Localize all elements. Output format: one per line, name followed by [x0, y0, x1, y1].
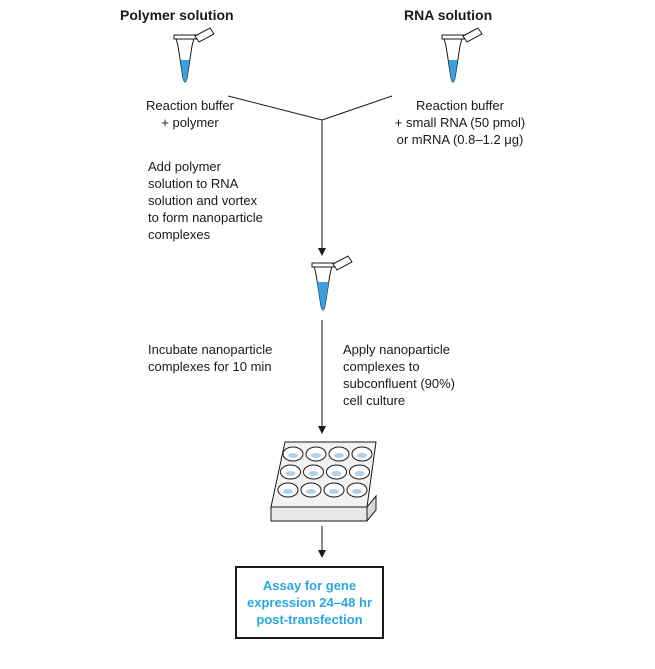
well-culture — [334, 453, 344, 458]
rna-line-2: + small RNA (50 pmol) — [394, 115, 526, 130]
apply-line-1: Apply nanoparticle — [343, 342, 450, 357]
rna-tube-icon — [441, 27, 483, 83]
incubate-step-text: Incubate nanoparticle complexes for 10 m… — [148, 341, 272, 375]
polymer-tube-icon — [173, 27, 215, 83]
well-culture — [329, 489, 339, 494]
well-culture — [331, 471, 342, 476]
polymer-description: Reaction buffer + polymer — [120, 97, 260, 131]
polymer-line-2: + polymer — [161, 115, 219, 130]
well-culture — [285, 471, 296, 476]
well-culture — [352, 489, 362, 494]
incubate-line-2: complexes for 10 min — [148, 359, 272, 374]
mix-line-5: complexes — [148, 227, 211, 242]
well-culture — [283, 489, 293, 494]
mix-line-4: to form nanoparticle — [148, 210, 263, 225]
assay-line-2: expression 24–48 hr — [246, 595, 373, 610]
mix-step-text: Add polymer solution to RNA solution and… — [148, 158, 263, 243]
apply-line-3: subconfluent (90%) — [343, 376, 456, 391]
rna-solution-title: RNA solution — [404, 7, 493, 23]
well-culture — [288, 453, 298, 458]
apply-line-2: complexes to — [343, 359, 420, 374]
well-culture — [357, 453, 367, 458]
apply-line-4: cell culture — [343, 393, 406, 408]
incubate-line-1: Incubate nanoparticle — [148, 342, 273, 357]
merge-line-left — [227, 95, 323, 121]
well-culture — [311, 453, 321, 458]
well-culture — [306, 489, 316, 494]
mix-line-2: solution to RNA — [148, 176, 239, 191]
polymer-solution-title: Polymer solution — [120, 7, 234, 23]
mixed-tube-icon — [311, 255, 353, 311]
well-plate-icon — [270, 441, 377, 522]
apply-step-text: Apply nanoparticle complexes to subconfl… — [343, 341, 455, 409]
well-culture — [354, 471, 365, 476]
mix-line-1: Add polymer — [148, 159, 221, 174]
polymer-line-1: Reaction buffer — [146, 98, 234, 113]
assay-box: Assay for gene expression 24–48 hr post-… — [235, 566, 384, 639]
rna-line-3: or mRNA (0.8–1.2 μg) — [396, 132, 524, 147]
assay-line-1: Assay for gene — [262, 578, 357, 593]
rna-description: Reaction buffer + small RNA (50 pmol) or… — [372, 97, 548, 148]
rna-line-1: Reaction buffer — [416, 98, 504, 113]
mix-line-3: solution and vortex — [148, 193, 258, 208]
assay-line-3: post-transfection — [256, 612, 363, 627]
merge-line-right — [321, 95, 393, 121]
well-culture — [308, 471, 319, 476]
assay-text: Assay for gene expression 24–48 hr post-… — [247, 577, 372, 628]
